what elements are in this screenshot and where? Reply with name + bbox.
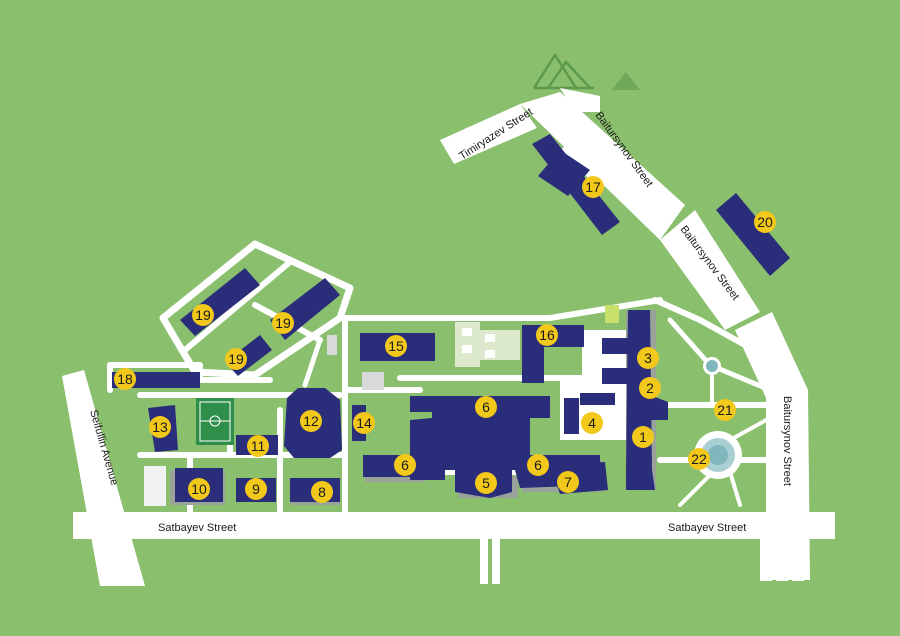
building-marker-2[interactable]: 2 <box>639 377 661 399</box>
building-marker-20[interactable]: 20 <box>754 211 776 233</box>
building-marker-6-left[interactable]: 6 <box>394 454 416 476</box>
satbayev-street-label-right: Satbayev Street <box>668 522 746 534</box>
svg-text:17: 17 <box>585 179 601 195</box>
svg-text:4: 4 <box>588 415 596 431</box>
satbayev-street <box>73 512 835 539</box>
svg-text:8: 8 <box>318 484 326 500</box>
svg-text:9: 9 <box>252 481 260 497</box>
building-marker-7[interactable]: 7 <box>557 471 579 493</box>
building-marker-13[interactable]: 13 <box>149 416 171 438</box>
svg-text:7: 7 <box>564 474 572 490</box>
building-marker-4[interactable]: 4 <box>581 412 603 434</box>
building-marker-11[interactable]: 11 <box>247 435 269 457</box>
building-marker-19-b[interactable]: 19 <box>272 312 294 334</box>
svg-text:19: 19 <box>195 307 211 323</box>
building-marker-6-right[interactable]: 6 <box>527 454 549 476</box>
fountain-small <box>703 357 721 375</box>
svg-text:13: 13 <box>152 419 168 435</box>
svg-text:22: 22 <box>691 451 707 467</box>
satbayev-street-label-left: Satbayev Street <box>158 522 236 534</box>
building-marker-12[interactable]: 12 <box>300 410 322 432</box>
building-marker-21[interactable]: 21 <box>714 399 736 421</box>
building-marker-15[interactable]: 15 <box>385 335 407 357</box>
svg-text:15: 15 <box>388 338 404 354</box>
roads <box>62 92 835 586</box>
baitursynov-street-label-right: Baitursynov Street <box>781 396 793 486</box>
svg-text:6: 6 <box>401 457 409 473</box>
building-marker-3[interactable]: 3 <box>637 347 659 369</box>
building-marker-22[interactable]: 22 <box>688 448 710 470</box>
svg-text:16: 16 <box>539 327 555 343</box>
building-marker-19-a[interactable]: 19 <box>192 304 214 326</box>
svg-text:18: 18 <box>117 371 133 387</box>
building-marker-10[interactable]: 10 <box>188 478 210 500</box>
mountains-icon <box>532 53 640 90</box>
football-field <box>196 398 234 445</box>
building-marker-9[interactable]: 9 <box>245 478 267 500</box>
svg-text:1: 1 <box>639 429 647 445</box>
building-markers: 1 2 3 4 5 6 6 6 7 8 9 10 11 12 13 14 15 … <box>114 176 776 503</box>
svg-text:2: 2 <box>646 380 654 396</box>
building-marker-6-top[interactable]: 6 <box>475 396 497 418</box>
building-marker-18[interactable]: 18 <box>114 368 136 390</box>
svg-text:6: 6 <box>482 399 490 415</box>
timiryazev-street <box>440 104 537 164</box>
svg-text:19: 19 <box>275 315 291 331</box>
building-marker-1[interactable]: 1 <box>632 426 654 448</box>
building-marker-17[interactable]: 17 <box>582 176 604 198</box>
svg-text:14: 14 <box>356 415 372 431</box>
building-marker-5[interactable]: 5 <box>475 472 497 494</box>
building-marker-14[interactable]: 14 <box>353 412 375 434</box>
baitursynov-street-right <box>735 312 810 580</box>
svg-text:20: 20 <box>757 214 773 230</box>
svg-text:11: 11 <box>251 438 266 454</box>
svg-text:12: 12 <box>303 413 319 429</box>
svg-text:6: 6 <box>534 457 542 473</box>
svg-text:21: 21 <box>717 402 733 418</box>
svg-text:19: 19 <box>228 351 244 367</box>
svg-text:10: 10 <box>191 481 207 497</box>
building-marker-19-c[interactable]: 19 <box>225 348 247 370</box>
baitursynov-street-mid <box>660 210 760 330</box>
seifullin-avenue <box>62 370 145 586</box>
svg-text:3: 3 <box>644 350 652 366</box>
building-marker-16[interactable]: 16 <box>536 324 558 346</box>
building-marker-8[interactable]: 8 <box>311 481 333 503</box>
svg-text:5: 5 <box>482 475 490 491</box>
